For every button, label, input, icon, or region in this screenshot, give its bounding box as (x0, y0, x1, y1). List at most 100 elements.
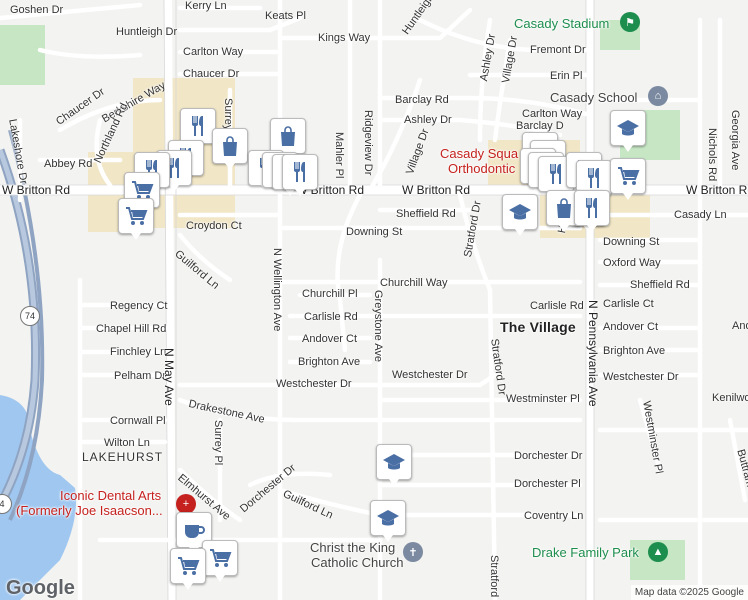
street-label-croydon: Croydon Ct (186, 220, 242, 232)
highway-road-inner (0, 149, 39, 507)
graduation-cap-icon (377, 510, 399, 526)
street-label-chaucer-dr: Chaucer Dr (183, 68, 240, 80)
shopping-bag-icon (281, 126, 295, 146)
church-icon[interactable]: ✝ (403, 542, 423, 562)
street-label-carlisle-rd: Carlisle Rd (304, 311, 358, 323)
map-pin-graduation-cap[interactable] (610, 110, 646, 152)
street-label-westminster-pl: Westminster Pl (506, 393, 580, 405)
graduation-cap-icon (617, 120, 639, 136)
map-pin-shopping-cart[interactable] (118, 198, 154, 240)
street-label-carlisle-rd-e: Carlisle Rd (530, 300, 584, 312)
street-label-dorchester-dr: Dorchester Dr (514, 450, 583, 462)
street-label-ander: Ande (732, 320, 748, 332)
street-label-carlton-w: Carlton Way (183, 46, 244, 58)
street-label-erin: Erin Pl (550, 70, 583, 82)
shopping-cart-icon (178, 557, 200, 575)
shopping-cart-icon (210, 549, 232, 567)
street-label-chapel-hill: Chapel Hill Rd (96, 323, 167, 335)
street-label-downing-e: Downing St (603, 236, 660, 248)
street-label-ashley-dr: Ashley Dr (404, 114, 452, 126)
poi-label-casady-square-2[interactable]: Orthodontic (448, 161, 516, 176)
street-label-mahler: Mahler Pl (333, 132, 345, 179)
street-label-churchill-way: Churchill Way (380, 277, 448, 289)
fork-knife-icon (586, 198, 597, 218)
street-label-sheffield-e: Sheffield Rd (630, 279, 690, 291)
street-label-huntleigh-w: Huntleigh Dr (116, 26, 178, 38)
street-label-ridgeview: Ridgeview Dr (362, 110, 374, 176)
poi-label-casady-stadium[interactable]: Casady Stadium (514, 16, 610, 31)
area-label-lakehurst: LAKEHURST (82, 450, 164, 464)
map-pin-fork-knife[interactable] (180, 108, 216, 150)
street-label-n-penn: N Pennsylvania Ave (586, 300, 600, 407)
street-label-kings: Kings Way (318, 32, 371, 44)
area-label-the-village: The Village (500, 319, 576, 335)
map-pin-fork-knife[interactable] (282, 154, 318, 196)
map-pin-graduation-cap[interactable] (502, 194, 538, 236)
shopping-cart-icon (126, 207, 148, 225)
shopping-bag-icon (557, 198, 571, 218)
street-label-pelham: Pelham Dr (114, 370, 166, 382)
map-pin-fork-knife[interactable] (574, 190, 610, 232)
street-label-westchester-mid: Westchester Dr (392, 369, 468, 381)
map-pin-shopping-cart[interactable] (610, 158, 646, 200)
map-pin-shopping-cart[interactable] (170, 548, 206, 590)
fork-knife-icon (550, 164, 561, 184)
tree-icon[interactable]: ▲ (648, 542, 668, 562)
map-pin-graduation-cap[interactable] (376, 444, 412, 486)
fork-knife-icon (588, 168, 599, 188)
street-label-brighton: Brighton Ave (298, 356, 361, 368)
highway-shield-74: 74 (20, 306, 40, 326)
street-label-britton-w: W Britton Rd (2, 183, 71, 197)
hospital-icon[interactable]: + (176, 494, 196, 514)
street-label-oxford: Oxford Way (603, 257, 661, 269)
lake-water (0, 395, 76, 600)
street-label-westchester-w: Westchester Dr (276, 378, 352, 390)
street-label-westchester-e: Westchester Dr (603, 371, 679, 383)
park-area (0, 25, 45, 85)
street-label-keats: Keats Pl (265, 10, 306, 22)
poi-label-casady-school[interactable]: Casady School (550, 90, 638, 105)
street-label-britton-mid2: W Britton Rd (402, 183, 471, 197)
map-pin-graduation-cap[interactable] (370, 500, 406, 542)
poi-label-iconic-dental-1[interactable]: Iconic Dental Arts (60, 488, 162, 503)
google-logo[interactable]: Google (6, 577, 75, 599)
street-label-goshen: Goshen Dr (10, 4, 64, 16)
fork-knife-icon (294, 162, 305, 182)
map-pin-shopping-cart[interactable] (202, 540, 238, 582)
map-pin-shopping-bag[interactable] (270, 118, 306, 160)
graduation-cap-icon (383, 454, 405, 470)
poi-label-christ-king-1[interactable]: Christ the King (310, 540, 396, 555)
shopping-bag-icon (223, 136, 237, 156)
street-label-downing: Downing St (346, 226, 403, 238)
map-pin-shopping-bag[interactable] (212, 128, 248, 170)
street-label-britton-e: W Britton Rd (686, 183, 748, 197)
shopping-cart-icon (618, 167, 640, 185)
street-label-barclay-rd: Barclay Rd (395, 94, 449, 106)
stadium-icon[interactable]: ⚑ (620, 12, 640, 32)
graduation-cap-icon (509, 204, 531, 220)
street-label-coventry: Coventry Ln (524, 510, 584, 522)
street-label-kerry: Kerry Ln (185, 0, 227, 12)
school-icon[interactable]: ⌂ (648, 86, 668, 106)
street-label-andover: Andover Ct (302, 333, 358, 345)
street-label-brighton-e: Brighton Ave (603, 345, 666, 357)
poi-label-iconic-dental-2[interactable]: (Formerly Joe Isaacson... (16, 503, 163, 518)
street-label-fremont: Fremont Dr (530, 44, 586, 56)
highway-ramp (8, 129, 45, 521)
street-label-regency: Regency Ct (110, 300, 168, 312)
poi-label-casady-square-1[interactable]: Casady Squa (440, 146, 519, 161)
coffee-cup-icon (185, 525, 205, 538)
street-label-greystone: Greystone Ave (372, 290, 384, 362)
street-label-abbey: Abbey Rd (44, 158, 93, 170)
poi-label-christ-king-2[interactable]: Catholic Church (311, 555, 404, 570)
fork-knife-icon (192, 116, 203, 136)
street-label-surrey-pl: Surrey Pl (212, 420, 224, 466)
street-label-barclay-e: Barclay D (516, 120, 564, 132)
street-label-wilton: Wilton Ln (104, 437, 150, 449)
street-label-carlisle-ct: Carlisle Ct (603, 298, 654, 310)
street-label-churchill-pl: Churchill Pl (302, 288, 358, 300)
poi-label-drake-park[interactable]: Drake Family Park (532, 545, 639, 560)
street-label-dorchester-pl: Dorchester Pl (514, 478, 581, 490)
street-label-georgia: Georgia Ave (729, 110, 741, 171)
